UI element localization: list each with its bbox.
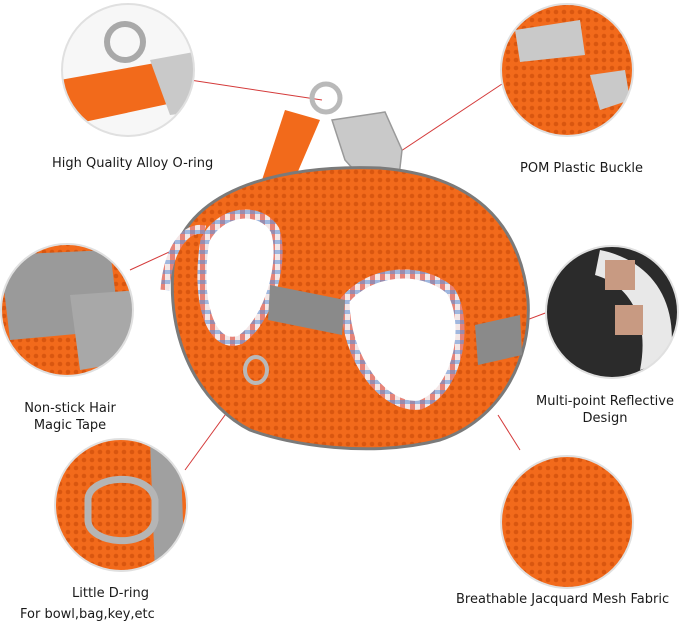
magic-tape-label-line-2: Magic Tape (33, 418, 107, 433)
mesh-label: Breathable Jacquard Mesh Fabric (456, 592, 670, 607)
reflective-label-line-1: Multi-point Reflective (536, 394, 674, 409)
d-ring-label-line-2: For bowl,bag,key,etc (20, 607, 155, 622)
magic-tape-detail-circle (0, 243, 134, 377)
reflective-label-line-2: Design (582, 411, 628, 426)
callout-line-mesh (497, 414, 521, 451)
reflective-detail-circle (545, 245, 679, 379)
harness-body (160, 81, 530, 451)
o-ring-label: High Quality Alloy O-ring (52, 156, 214, 171)
d-ring-label-line-1: Little D-ring (72, 586, 149, 601)
buckle-detail-circle (500, 3, 634, 137)
callout-line-o-ring (189, 79, 323, 101)
d-ring-detail-circle (54, 438, 188, 572)
magic-tape-label-line-1: Non-stick Hair (24, 401, 116, 416)
buckle-label: POM Plastic Buckle (520, 161, 644, 176)
o-ring-detail-circle (61, 3, 195, 137)
reflective-label: Multi-point Reflective Design (532, 393, 678, 427)
magic-tape-label: Non-stick Hair Magic Tape (20, 400, 120, 434)
d-ring-label: Little D-ring For bowl,bag,key,etc (20, 585, 190, 623)
mesh-detail-circle (500, 455, 634, 589)
